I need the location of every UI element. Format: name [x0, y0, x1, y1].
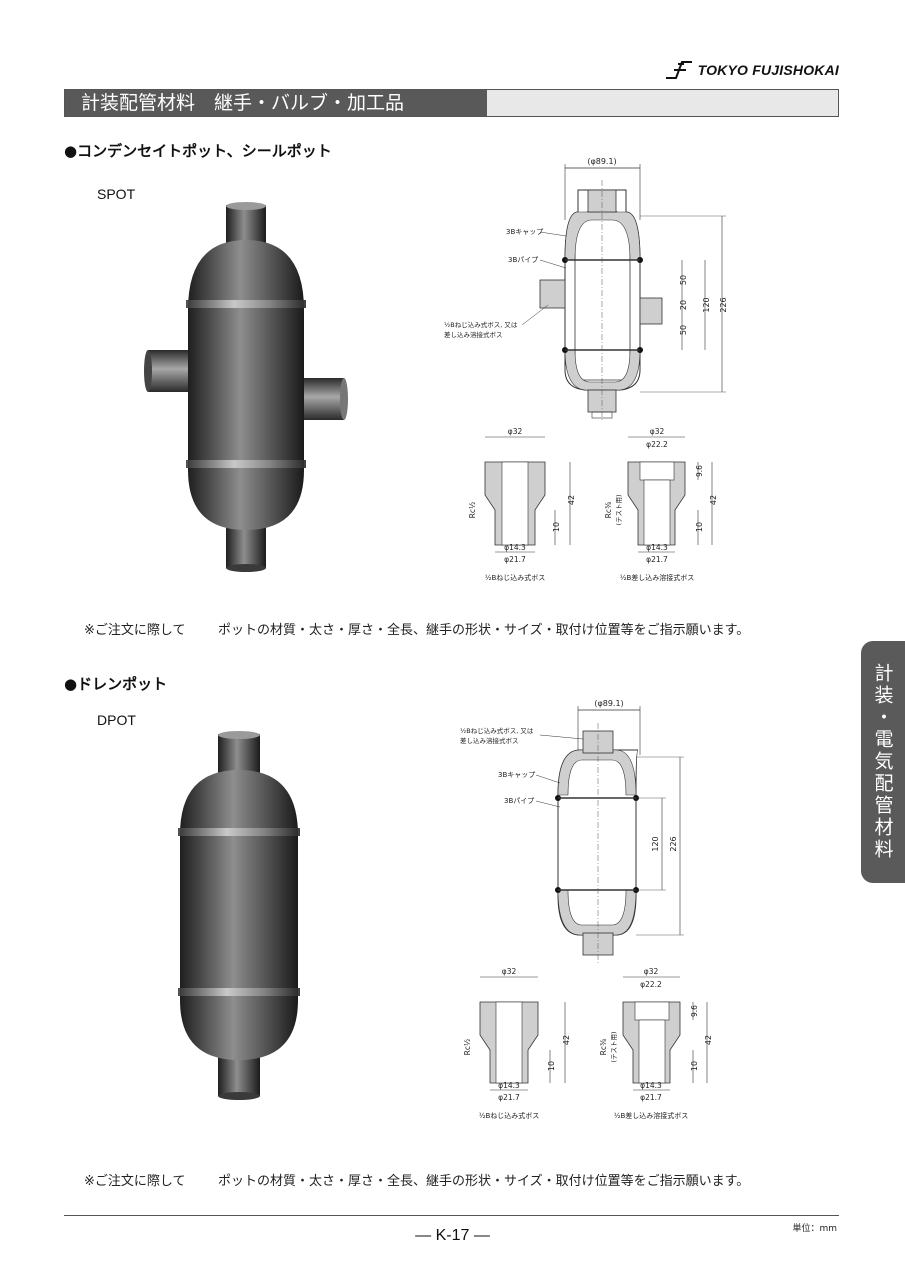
dpot-dim-120: 120 [651, 836, 660, 851]
dpot-bossr-d2: φ21.7 [640, 1093, 662, 1102]
model-label-dpot: DPOT [97, 712, 136, 728]
spot-bossl-10: 10 [552, 522, 561, 532]
spot-bossl-d32: φ32 [508, 427, 523, 436]
spot-bossr-caption: ½B差し込み溶接式ボス [620, 573, 695, 582]
dpot-boss-label-1: ½Bねじ込み式ボス, 又は [460, 726, 534, 735]
spot-bossr-96: 9.6 [695, 465, 704, 477]
dpot-dim-226: 226 [669, 836, 678, 851]
dpot-dim-diameter: (φ89.1) [594, 699, 623, 708]
spot-cap-label: 3Bキャップ [506, 228, 543, 236]
dpot-bossl-caption: ½Bねじ込み式ボス [479, 1111, 540, 1120]
spot-bossl-rc: Rc½ [468, 502, 477, 519]
spot-bossl-d2: φ21.7 [504, 555, 526, 564]
spot-dim-50-top: 50 [679, 275, 688, 285]
spot-drawing: (φ89.1) 3Bキャップ 3Bパイプ ½Bねじ込み式ボス, 又は 差し込み溶… [444, 157, 728, 582]
spot-bossr-d32: φ32 [650, 427, 665, 436]
spot-photo [144, 202, 348, 572]
spot-pipe-label: 3Bパイプ [508, 256, 538, 264]
dpot-bossl-42: 42 [562, 1035, 571, 1045]
dpot-bossr-42: 42 [704, 1035, 713, 1045]
dpot-bossr-96: 9.6 [690, 1005, 699, 1017]
spot-bossr-d2: φ21.7 [646, 555, 668, 564]
brand: TOKYO FUJISHOKAI [664, 60, 839, 80]
dpot-note-text: ポットの材質・太さ・厚さ・全長、継手の形状・サイズ・取付け位置等をご指示願います… [218, 1174, 750, 1189]
spot-bossr-42: 42 [709, 495, 718, 505]
dpot-bossr-d1: φ14.3 [640, 1081, 662, 1090]
spot-dim-226: 226 [719, 297, 728, 312]
spot-bossl-caption: ½Bねじ込み式ボス [485, 573, 546, 582]
spot-bossr-rcnote: (テスト用) [615, 494, 623, 525]
spot-bossr-rc: Rc⅜ [604, 502, 613, 519]
dpot-drawing: (φ89.1) ½Bねじ込み式ボス, 又は 差し込み溶接式ボス 3Bキャップ 3… [460, 699, 713, 1120]
dpot-bossr-rc: Rc⅜ [599, 1039, 608, 1056]
section-title-dpot: ●ドレンポット [64, 675, 168, 693]
dpot-bossr-d222: φ22.2 [640, 980, 662, 989]
page-title: 計装配管材料 継手・バルブ・加工品 [65, 90, 487, 116]
model-label-spot: SPOT [97, 186, 136, 202]
dpot-boss-label-2: 差し込み溶接式ボス [460, 736, 519, 745]
spot-bossr-d1: φ14.3 [646, 543, 668, 552]
dpot-bossr-rcnote: (テスト用) [610, 1031, 618, 1062]
spot-boss-label-1: ½Bねじ込み式ボス, 又は [444, 320, 518, 329]
spot-boss-label-2: 差し込み溶接式ボス [444, 330, 503, 339]
header-bar: 計装配管材料 継手・バルブ・加工品 [64, 89, 839, 117]
dpot-bossr-10: 10 [690, 1061, 699, 1071]
footer-divider [64, 1215, 839, 1216]
page-number: — K-17 — [415, 1227, 490, 1244]
spot-bossl-42: 42 [567, 495, 576, 505]
spot-bossr-10: 10 [695, 522, 704, 532]
spot-note-text: ポットの材質・太さ・厚さ・全長、継手の形状・サイズ・取付け位置等をご指示願います… [218, 623, 750, 638]
dpot-bossl-10: 10 [547, 1061, 556, 1071]
dpot-cap-label: 3Bキャップ [498, 771, 535, 779]
unit-note: 単位：mm [792, 1224, 837, 1234]
section-title-spot: ●コンデンセイトポット、シールポット [64, 142, 332, 160]
brand-name: TOKYO FUJISHOKAI [697, 62, 839, 78]
spot-dim-120: 120 [702, 297, 711, 312]
spot-dim-diameter: (φ89.1) [587, 157, 616, 166]
dpot-bossl-rc: Rc½ [463, 1039, 472, 1056]
dpot-pipe-label: 3Bパイプ [504, 797, 534, 805]
dpot-photo [178, 731, 300, 1100]
spot-note-lead: ※ご注文に際して [84, 623, 186, 638]
spot-bossl-d1: φ14.3 [504, 543, 526, 552]
spot-bossr-d222: φ22.2 [646, 440, 668, 449]
dpot-note-lead: ※ご注文に際して [84, 1174, 186, 1189]
fujishokai-logo-icon [665, 61, 692, 79]
side-index-tab[interactable]: 計装・電気配管材料 [861, 641, 905, 883]
dpot-bossr-d32: φ32 [644, 967, 659, 976]
spot-dim-50-bottom: 50 [679, 325, 688, 335]
dpot-bossl-d1: φ14.3 [498, 1081, 520, 1090]
dpot-bossl-d32: φ32 [502, 967, 517, 976]
spot-dim-20: 20 [679, 300, 688, 310]
dpot-bossl-d2: φ21.7 [498, 1093, 520, 1102]
spot-order-note: ※ご注文に際して ポットの材質・太さ・厚さ・全長、継手の形状・サイズ・取付け位置… [84, 619, 749, 638]
dpot-bossr-caption: ½B差し込み溶接式ボス [614, 1111, 689, 1120]
side-index-tab-label: 計装・電気配管材料 [871, 663, 894, 861]
dpot-order-note: ※ご注文に際して ポットの材質・太さ・厚さ・全長、継手の形状・サイズ・取付け位置… [84, 1170, 749, 1189]
